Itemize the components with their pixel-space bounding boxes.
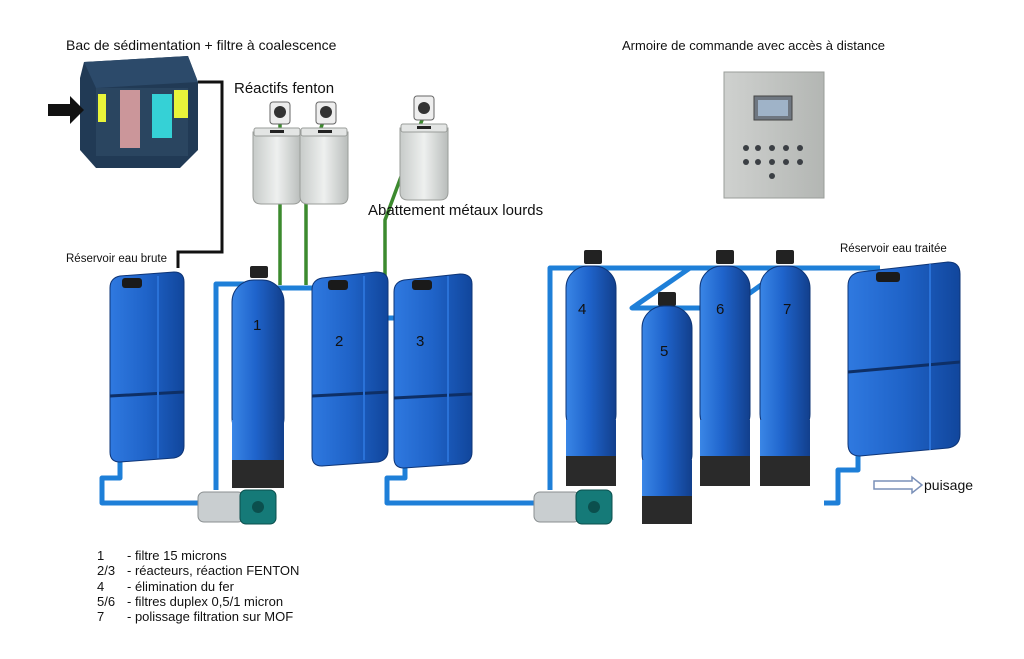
pipe-pump2-to-filter4	[547, 265, 590, 490]
label-sedimentation: Bac de sédimentation + filtre à coalesce…	[66, 37, 337, 53]
draw-off-arrow-icon	[873, 475, 924, 495]
pipe-pump1-to-filter1	[213, 281, 252, 490]
pipe-treated-drawoff	[824, 455, 861, 506]
legend-key: 1	[97, 548, 105, 563]
unit-number-2: 2	[335, 333, 343, 350]
reagent-drum-3	[399, 95, 449, 201]
legend-text: - polissage filtration sur MOF	[127, 609, 294, 625]
reagent-drum-1	[252, 101, 302, 205]
pipe-branch-5	[629, 265, 720, 311]
legend-row: 5/6 - filtres duplex 0,5/1 micron	[97, 594, 299, 609]
legend-text: - filtres duplex 0,5/1 micron	[127, 593, 284, 609]
legend-row: 2/3 - réacteurs, réaction FENTON	[97, 563, 299, 578]
unit-number-4: 4	[578, 301, 586, 318]
control-cabinet	[723, 71, 825, 199]
legend-row: 4 - élimination du fer	[97, 579, 299, 594]
legend-text: - réacteurs, réaction FENTON	[127, 563, 300, 579]
reagent-drums	[252, 95, 449, 205]
label-treated-tank: Réservoir eau traitée	[840, 243, 947, 255]
unit-number-3: 3	[416, 333, 424, 350]
filter-1	[231, 266, 285, 488]
inlet-arrow-icon	[48, 96, 84, 124]
legend-key: 7	[97, 609, 105, 625]
legend-text: - élimination du fer	[127, 578, 234, 594]
label-raw-tank: Réservoir eau brute	[66, 253, 167, 265]
reactor-tank-3	[393, 273, 473, 469]
label-fenton-reagents: Réactifs fenton	[234, 80, 334, 97]
unit-number-6: 6	[716, 301, 724, 318]
legend-row: 7 - polissage filtration sur MOF	[97, 609, 299, 624]
filter-5	[641, 292, 693, 524]
reactor-tank-2	[311, 271, 389, 467]
sedimentation-tank	[48, 56, 198, 168]
pump-2	[533, 489, 613, 525]
legend-key: 4	[97, 578, 105, 594]
filter-4	[565, 250, 617, 486]
pipe-reactor3-to-pump2	[384, 462, 535, 506]
reagent-drum-2	[299, 101, 349, 205]
unit-number-5: 5	[660, 343, 668, 360]
filter-columns	[231, 250, 811, 524]
legend: 1 - filtre 15 microns 2/3 - réacteurs, r…	[97, 548, 299, 624]
label-control-cabinet: Armoire de commande avec accès à distanc…	[622, 38, 885, 53]
label-heavy-metals: Abattement métaux lourds	[368, 202, 543, 219]
pump-1	[197, 489, 277, 525]
legend-text: - filtre 15 microns	[127, 548, 227, 563]
unit-number-1: 1	[253, 317, 261, 334]
raw-water-tank	[109, 271, 185, 463]
pipe-sedimentation-to-raw	[176, 80, 224, 268]
legend-key: 5/6	[97, 593, 116, 609]
unit-number-7: 7	[783, 301, 791, 318]
filter-7	[759, 250, 811, 486]
legend-row: 1 - filtre 15 microns	[97, 548, 299, 563]
pipe-raw-to-pump1	[99, 462, 200, 506]
label-draw: puisage	[924, 477, 973, 493]
treated-water-tank	[847, 261, 961, 457]
filter-6	[699, 250, 751, 486]
legend-key: 2/3	[97, 563, 116, 579]
